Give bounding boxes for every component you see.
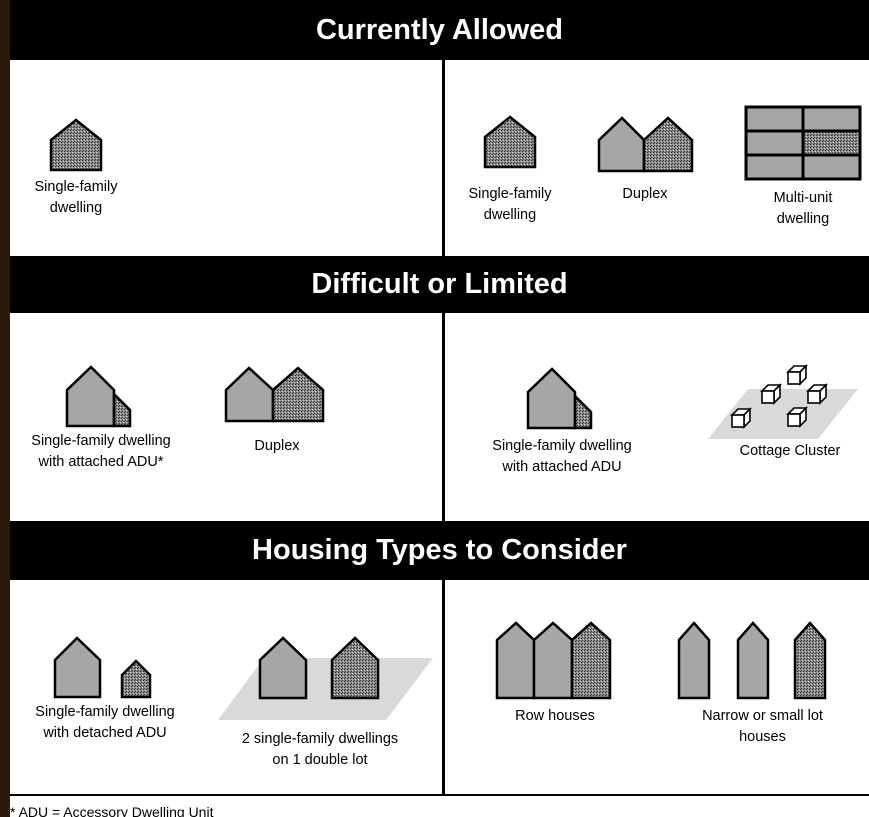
label-duplex: Duplex — [622, 186, 668, 202]
section-header-housing-types-to-consider: Housing Types to Consider — [10, 521, 869, 580]
label-double-lot-dwellings: 2 single-family dwellings on 1 double lo… — [241, 731, 399, 768]
section-header-currently-allowed: Currently Allowed — [10, 0, 869, 60]
section-title: Currently Allowed — [315, 13, 564, 46]
section-title: Difficult or Limited — [311, 268, 568, 300]
label-single-family-dwelling-with-detached-adu: Single-family dwelling with detached ADU — [35, 704, 175, 741]
row-currently-allowed: Single-family dwelling Single-family dwe… — [10, 60, 869, 256]
label-cottage-cluster: Cottage Cluster — [739, 443, 841, 459]
label-single-family-dwelling-with-attached-adu: Single-family dwelling with attached ADU… — [31, 433, 171, 470]
cottage-icon — [788, 408, 806, 426]
label-narrow-lot-houses: Narrow or small lot houses — [702, 708, 823, 745]
double-lot-dwellings-icon — [218, 636, 433, 720]
label-single-family-dwelling: Single-family dwelling — [468, 186, 552, 223]
column-divider — [442, 580, 445, 794]
single-family-dwelling-icon — [46, 118, 106, 172]
cottage-icon — [732, 409, 750, 427]
cottage-icon — [762, 385, 780, 403]
footnote: * ADU = Accessory Dwelling Unit — [10, 804, 214, 817]
single-family-dwelling-icon — [480, 115, 540, 169]
single-family-dwelling-with-detached-adu-icon — [53, 636, 152, 699]
single-family-dwelling-with-attached-adu-icon — [64, 364, 140, 428]
column-divider — [442, 313, 445, 521]
cottage-icon — [808, 385, 826, 403]
label-multi-unit-dwelling: Multi-unit dwelling — [773, 190, 833, 227]
section-title: Housing Types to Consider — [252, 534, 627, 566]
single-family-dwelling-with-attached-adu-icon — [525, 366, 601, 430]
duplex-icon — [597, 116, 694, 173]
label-single-family-dwelling: Single-family dwelling — [34, 179, 118, 216]
housing-diagram: Currently Allowed Single-family dwelling… — [10, 0, 869, 817]
label-single-family-dwelling-with-attached-adu: Single-family dwelling with attached ADU — [492, 438, 632, 475]
cottage-icon — [788, 366, 806, 384]
multi-unit-dwelling-icon — [744, 105, 862, 181]
cottage-cluster-icon — [708, 361, 858, 439]
bottom-rule — [10, 794, 869, 796]
duplex-icon — [224, 366, 325, 423]
label-duplex: Duplex — [254, 438, 300, 454]
row-difficult-or-limited: Single-family dwelling with attached ADU… — [10, 313, 869, 521]
row-housing-types-to-consider: Single-family dwelling with detached ADU… — [10, 580, 869, 794]
section-header-difficult-or-limited: Difficult or Limited — [10, 256, 869, 313]
row-houses-icon — [495, 621, 612, 700]
narrow-lot-houses-icon — [677, 621, 827, 700]
column-divider — [442, 60, 445, 256]
label-row-houses: Row houses — [515, 708, 595, 724]
